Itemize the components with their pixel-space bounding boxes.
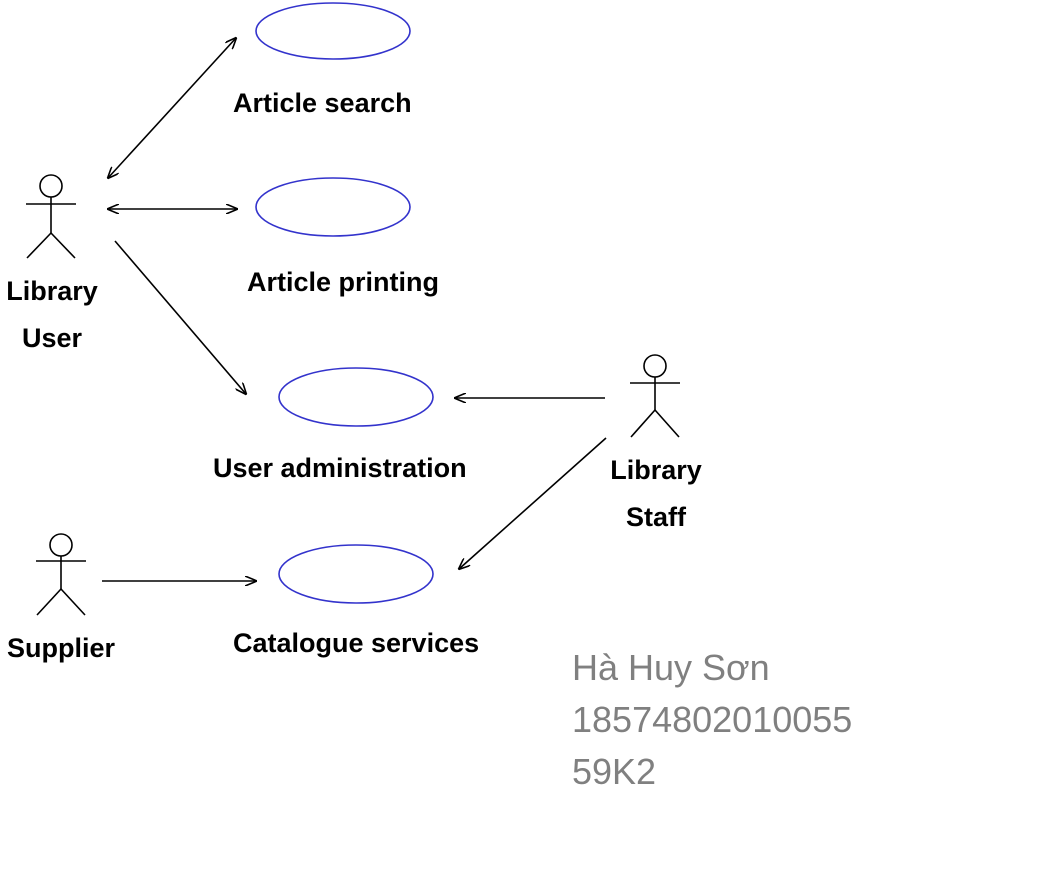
author-id-number: 18574802010055 [572, 699, 853, 740]
actor-label-library-user: Library User [0, 268, 104, 362]
actor-label-supplier: Supplier [0, 625, 122, 672]
usecase-ellipse-article-printing[interactable] [255, 177, 411, 237]
usecase-label-article-search: Article search [233, 88, 412, 118]
actor-figure-library-staff[interactable] [630, 354, 680, 438]
usecase-label-article-printing: Article printing [247, 267, 440, 297]
actor-figure-supplier[interactable] [36, 533, 86, 616]
usecase-label-catalogue-services: Catalogue services [233, 628, 480, 658]
association-user-to-article-search [108, 38, 236, 178]
actor-label-library-staff-line1: Library [610, 455, 702, 485]
actor-label-library-staff-line2: Staff [626, 502, 686, 532]
usecase-ellipse-article-search[interactable] [255, 2, 411, 60]
author-class: 59K2 [572, 751, 657, 792]
author-note: Hà Huy Sơn 18574802010055 59K2 [572, 642, 852, 798]
association-user-to-user-administration [114, 240, 246, 394]
usecase-ellipse-catalogue-services[interactable] [278, 544, 434, 604]
actor-figure-library-user[interactable] [26, 174, 76, 259]
usecase-label-user-administration: User administration [213, 453, 467, 483]
actor-label-library-staff: Library Staff [604, 447, 708, 541]
actor-label-library-user-line2: User [21, 323, 83, 353]
usecase-ellipse-user-administration[interactable] [278, 367, 434, 427]
author-name: Hà Huy Sơn [572, 647, 770, 688]
association-staff-to-catalogue-services [459, 437, 607, 569]
actor-label-library-user-line1: Library [6, 276, 98, 306]
actor-label-supplier-line1: Supplier [6, 633, 115, 663]
